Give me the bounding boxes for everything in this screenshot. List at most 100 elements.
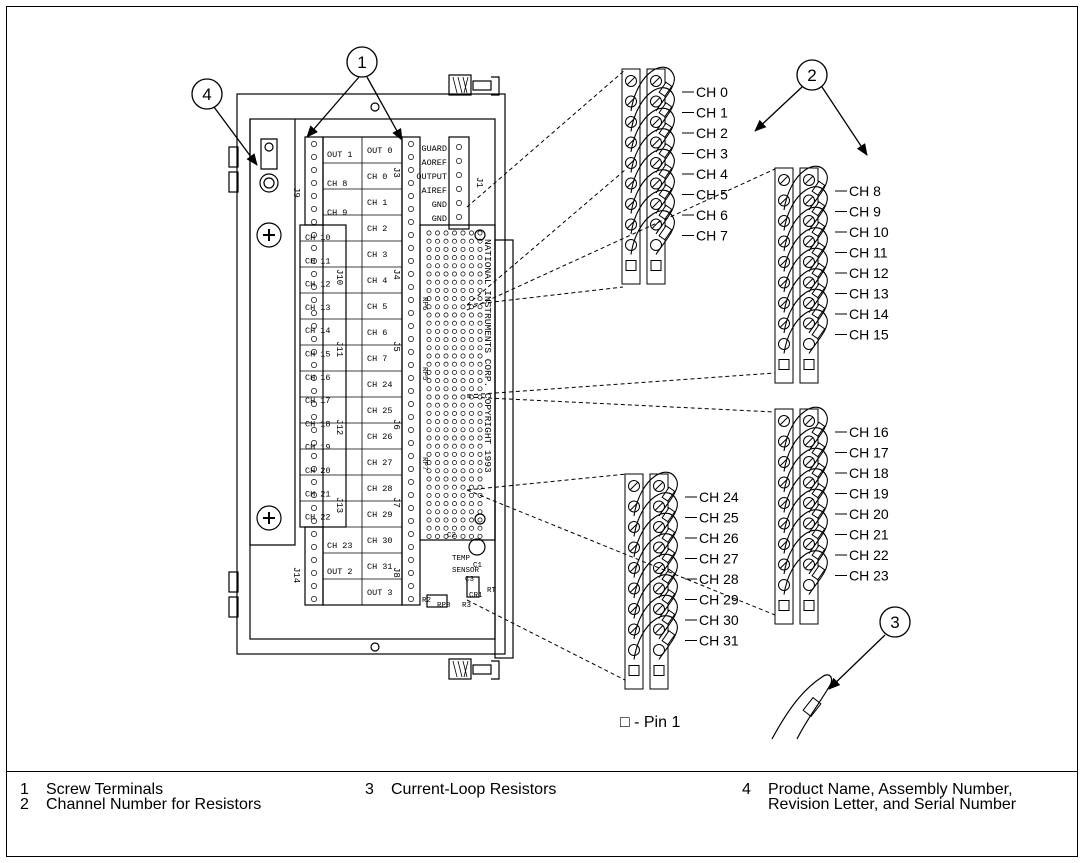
terminal-hole bbox=[408, 479, 414, 485]
housing-outline bbox=[236, 93, 506, 655]
socket-contact bbox=[778, 235, 790, 248]
socket-slot bbox=[651, 138, 661, 147]
terminal-hole bbox=[408, 427, 414, 433]
socket-hole bbox=[460, 312, 466, 318]
resistor-loop bbox=[630, 148, 675, 194]
socket-hole bbox=[452, 328, 457, 334]
socket-contact bbox=[650, 239, 662, 251]
leader-line bbox=[466, 599, 626, 681]
callout-label-2: 2 bbox=[807, 66, 816, 85]
socket-hole bbox=[460, 287, 466, 293]
socket-slot bbox=[651, 179, 661, 188]
socket-hole bbox=[435, 353, 440, 359]
terminal-hole bbox=[311, 414, 317, 420]
component-label: RT bbox=[487, 587, 497, 595]
terminal-hole bbox=[408, 323, 414, 329]
socket-hole bbox=[426, 378, 432, 384]
component-label: C2 bbox=[447, 532, 456, 540]
socket-hole bbox=[477, 230, 483, 236]
socket-hole bbox=[435, 378, 440, 384]
socket-hole bbox=[460, 509, 466, 515]
socket-hole bbox=[469, 361, 474, 367]
socket-hole bbox=[426, 410, 432, 416]
terminal-hole bbox=[311, 375, 317, 381]
socket-hole bbox=[443, 525, 449, 531]
resistor-loop bbox=[630, 66, 675, 112]
board-label-right: CH 28 bbox=[367, 484, 393, 494]
socket-hole bbox=[469, 386, 474, 392]
socket-hole bbox=[435, 451, 440, 457]
channel-label: CH 9 bbox=[849, 204, 881, 220]
board-label-right: CH 6 bbox=[367, 328, 387, 338]
socket-contact bbox=[803, 338, 815, 350]
component-label: CR1 bbox=[469, 592, 483, 600]
board-label-left: CH 10 bbox=[305, 233, 331, 243]
socket-slot bbox=[651, 158, 661, 168]
signal-terminal-hole bbox=[456, 214, 462, 220]
channel-label: CH 1 bbox=[696, 105, 728, 121]
terminal-hole bbox=[408, 557, 414, 563]
socket-hole bbox=[477, 238, 483, 244]
leader-line bbox=[466, 372, 776, 396]
mount-hole bbox=[370, 102, 380, 112]
socket-hole bbox=[477, 337, 483, 343]
component-label: RP6 bbox=[420, 297, 428, 311]
channel-label: CH 26 bbox=[699, 530, 739, 546]
terminal-hole bbox=[408, 258, 414, 264]
socket-hole bbox=[426, 419, 432, 425]
channel-label: CH 18 bbox=[849, 465, 889, 481]
terminal-hole bbox=[311, 336, 317, 342]
socket-hole bbox=[460, 484, 466, 490]
socket-hole bbox=[469, 501, 474, 507]
copyright-silkscreen: NATIONAL INSTRUMENTS CORP. COPYRIGHT 199… bbox=[482, 239, 493, 473]
socket-hole bbox=[469, 369, 474, 375]
terminal-hole bbox=[408, 466, 414, 472]
legend-item-2: 2 Channel Number for Resistors bbox=[6, 796, 261, 813]
socket-contact bbox=[653, 500, 665, 513]
socket-hole bbox=[443, 484, 449, 490]
socket-slot bbox=[804, 519, 814, 528]
socket-slot bbox=[629, 481, 639, 491]
socket-slot bbox=[654, 625, 664, 634]
socket-hole bbox=[426, 320, 432, 326]
socket-contact bbox=[778, 276, 790, 289]
socket-hole bbox=[477, 484, 483, 490]
signal-terminal-hole bbox=[456, 200, 462, 206]
socket-contact bbox=[650, 95, 662, 108]
legend-number: 2 bbox=[20, 796, 29, 813]
socket-hole bbox=[443, 238, 449, 244]
socket-hole bbox=[443, 287, 449, 293]
resistor-loop bbox=[783, 268, 828, 313]
socket-hole bbox=[469, 402, 474, 408]
socket-contact bbox=[628, 500, 640, 513]
socket-hole bbox=[477, 443, 483, 449]
socket-slot bbox=[804, 498, 814, 508]
socket-hole bbox=[435, 435, 440, 441]
resistor-loop bbox=[630, 87, 675, 132]
component-r2 bbox=[426, 594, 448, 608]
legend-number: 1 bbox=[20, 781, 29, 798]
socket-hole bbox=[460, 263, 466, 269]
socket-hole bbox=[460, 296, 466, 302]
channel-label: CH 2 bbox=[696, 125, 728, 141]
terminal-hole bbox=[311, 141, 317, 147]
socket-hole bbox=[452, 443, 457, 449]
socket-hole bbox=[460, 476, 466, 482]
socket-hole bbox=[477, 468, 483, 474]
resistor-loop bbox=[783, 206, 828, 252]
terminal-hole bbox=[311, 154, 317, 160]
terminal-hole bbox=[311, 388, 317, 394]
connector-label: J3 bbox=[391, 167, 401, 178]
terminal-hole bbox=[408, 570, 414, 576]
socket-hole bbox=[443, 460, 449, 466]
socket-hole bbox=[469, 312, 474, 318]
socket-hole bbox=[452, 345, 457, 351]
socket-hole bbox=[426, 476, 432, 482]
socket-hole bbox=[426, 230, 432, 236]
socket-hole bbox=[469, 287, 474, 293]
board-label-right: CH 24 bbox=[367, 380, 393, 390]
socket-hole bbox=[435, 492, 440, 498]
socket-holes bbox=[311, 141, 483, 602]
